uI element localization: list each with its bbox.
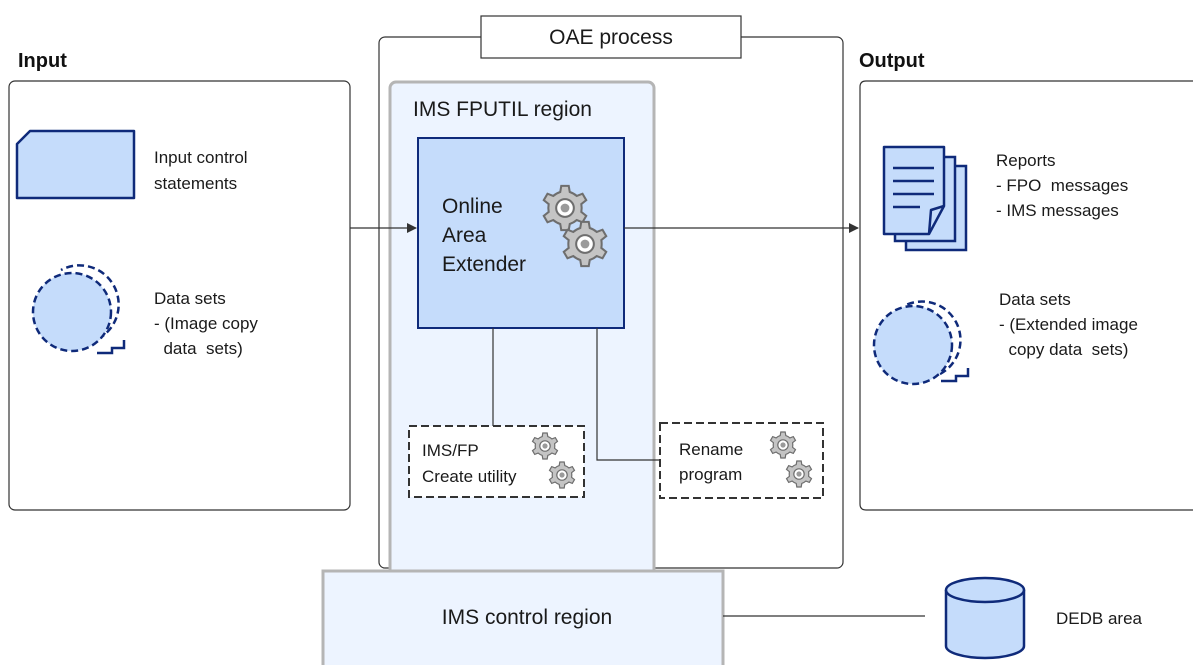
oae-label-line1: Online (442, 195, 503, 218)
dataset-icon (872, 300, 970, 386)
rename-program-line2: program (679, 465, 742, 484)
input-datasets-label-line1: Data sets (154, 289, 226, 308)
oae-label-line3: Extender (442, 253, 526, 276)
output-heading: Output (859, 50, 925, 72)
input-control-label-line2: statements (154, 174, 237, 193)
oae-process-title-box (480, 15, 742, 59)
dedb-area-label: DEDB area (1056, 609, 1143, 628)
ims-control-region-title: IMS control region (442, 606, 612, 629)
document-icon (882, 145, 968, 252)
rename-program-line1: Rename (679, 440, 743, 459)
create-utility-line1: IMS/FP (422, 441, 479, 460)
input-datasets-label-line2: - (Image copy (154, 314, 258, 333)
oae-process-title: OAE process (549, 26, 673, 49)
output-datasets-label-line3: copy data sets) (999, 340, 1128, 359)
create-utility-line2: Create utility (422, 467, 517, 486)
input-control-label-line1: Input control (154, 148, 248, 167)
database-icon (944, 576, 1026, 660)
rename-program-box (659, 422, 824, 499)
card-icon (15, 129, 136, 200)
reports-label-line2: - FPO messages (996, 176, 1128, 195)
reports-label-line1: Reports (996, 151, 1056, 170)
input-datasets-label-line3: data sets) (154, 339, 243, 358)
fputil-region-title: IMS FPUTIL region (413, 98, 592, 121)
output-datasets-label-line1: Data sets (999, 290, 1071, 309)
dataset-icon (31, 264, 126, 355)
ims-control-region (321, 569, 725, 665)
create-utility-box (408, 425, 585, 498)
reports-label-line3: - IMS messages (996, 201, 1119, 220)
input-heading: Input (18, 50, 67, 72)
oae-label-line2: Area (442, 224, 487, 247)
output-datasets-label-line2: - (Extended image (999, 315, 1138, 334)
connector-oae-rename (596, 328, 660, 461)
